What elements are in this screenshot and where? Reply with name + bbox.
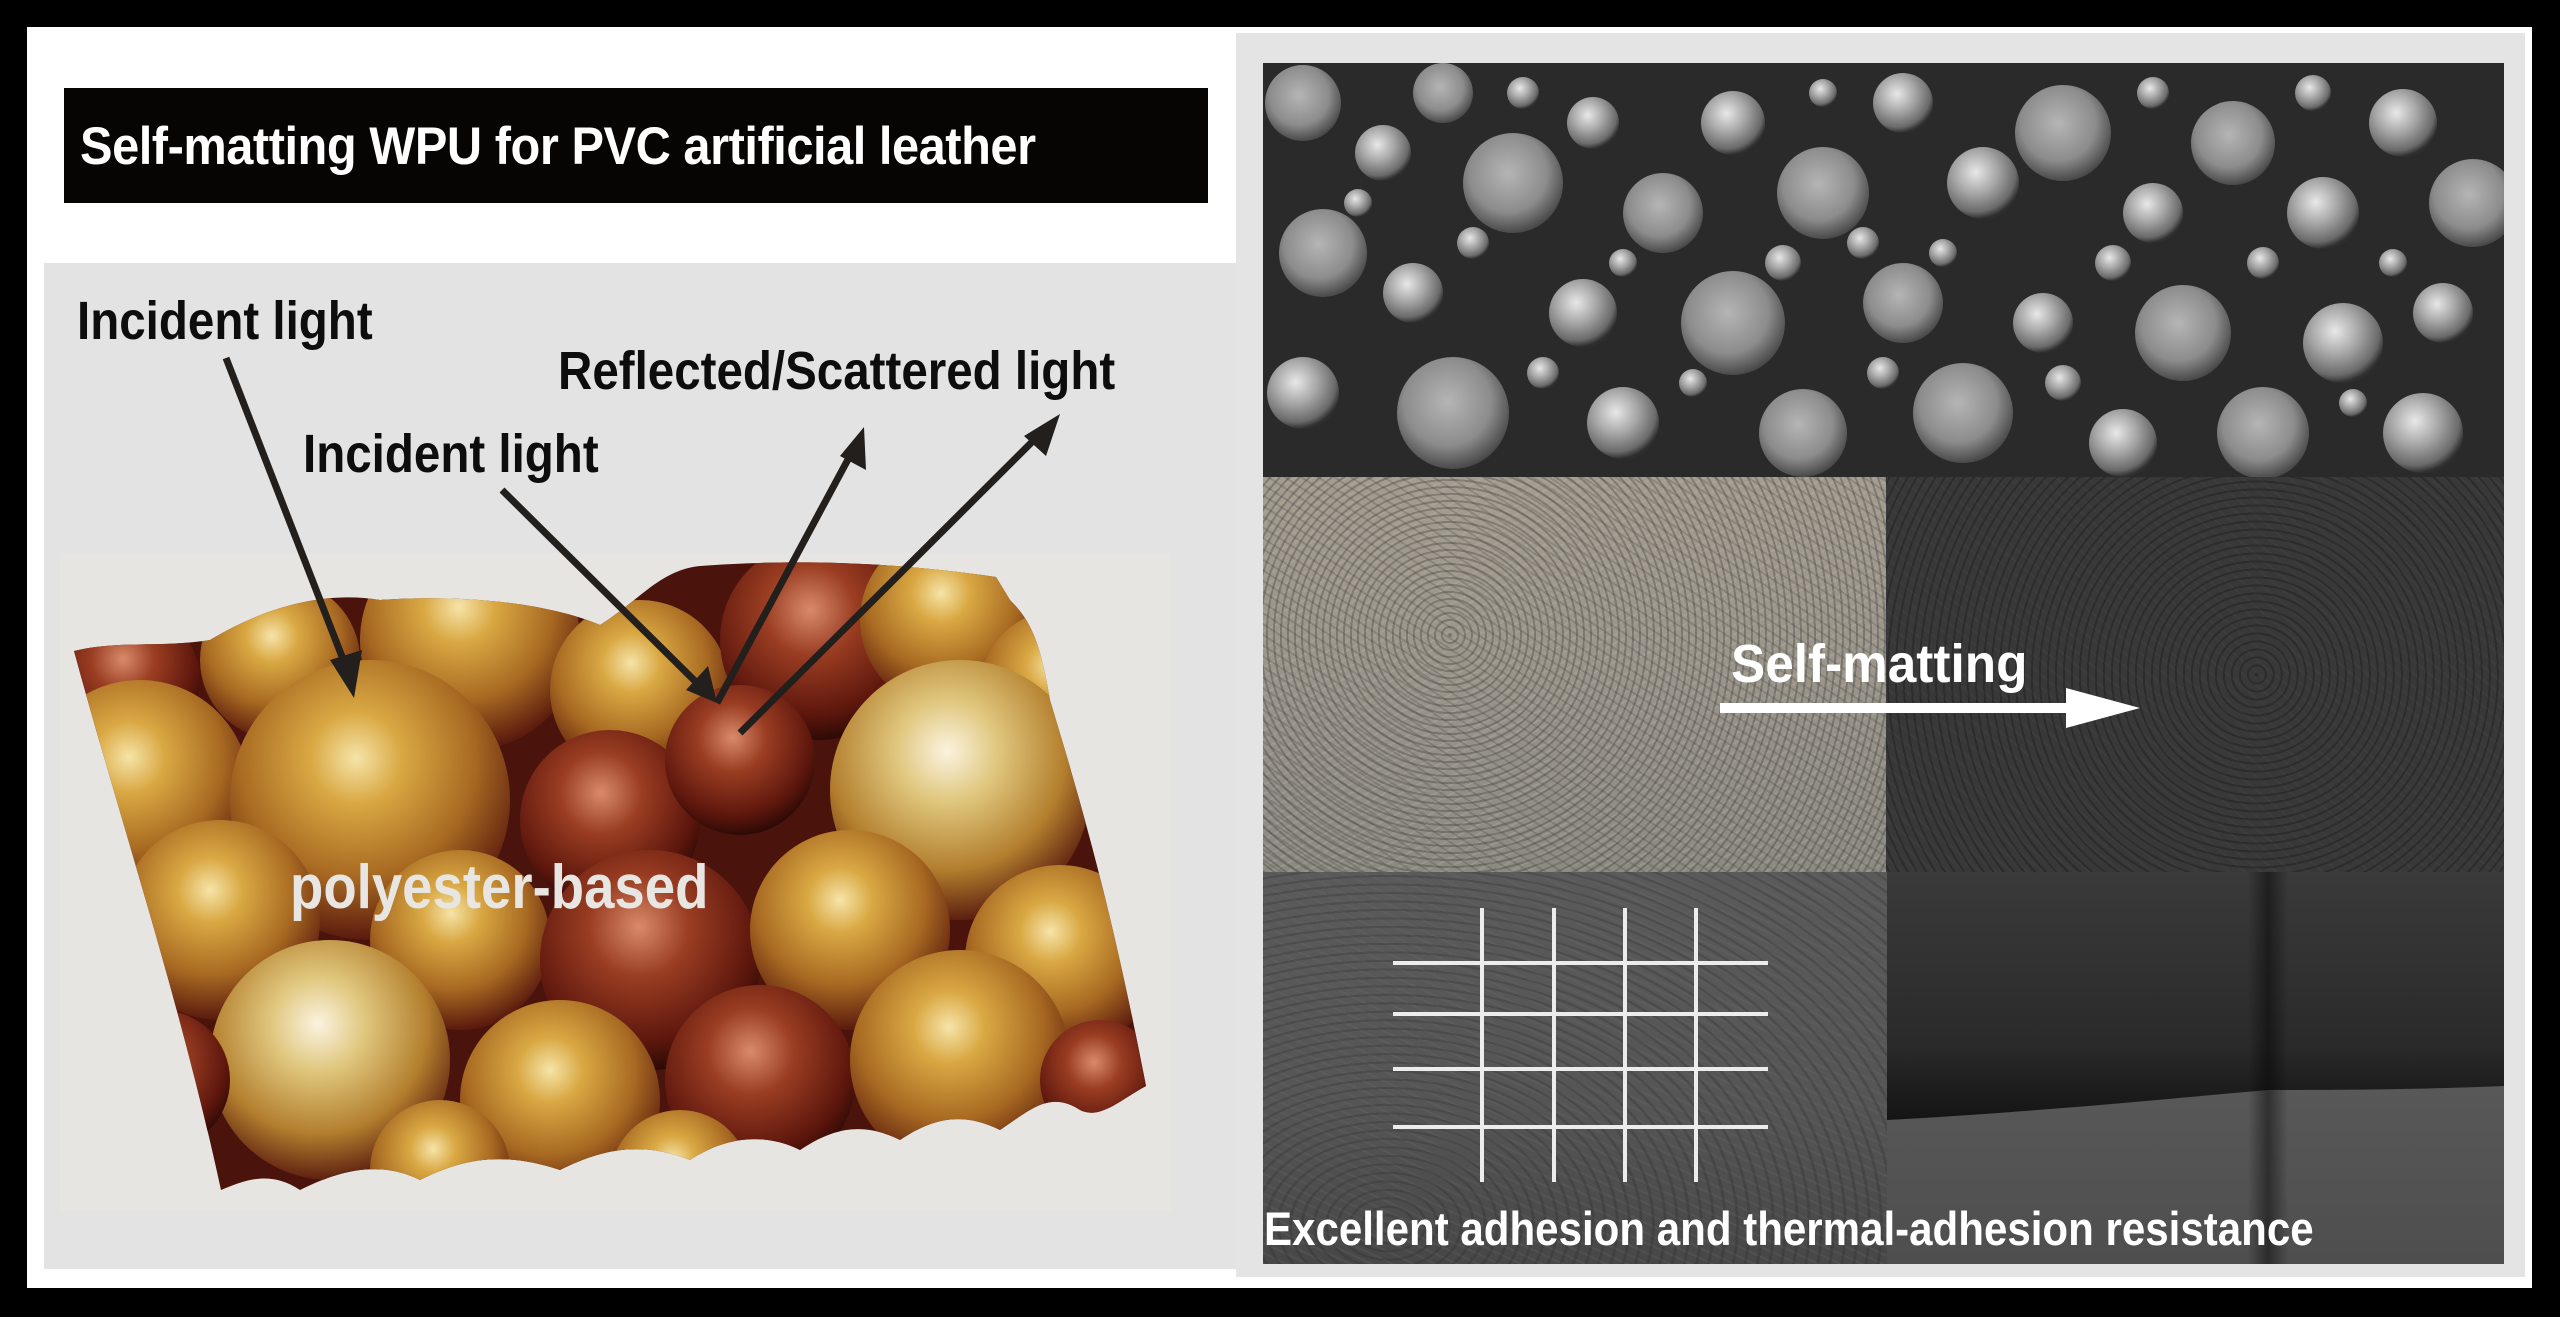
figure-title: Self-matting WPU for PVC artificial leat… (80, 117, 1036, 176)
matte-leather-photo (1886, 477, 2504, 872)
sem-microspheres-image (1263, 63, 2504, 477)
incident-light-label-1: Incident light (77, 291, 373, 351)
incident-ray-1 (222, 356, 352, 674)
incident-ray-2 (499, 487, 703, 689)
microsphere-particles (1265, 63, 2504, 477)
seat-backrest-fold (1887, 872, 2504, 1120)
arrowhead-reflected-1 (840, 427, 866, 470)
crosshatch-line-v1 (1480, 908, 1484, 1182)
arrowhead-reflected-2 (1024, 414, 1060, 456)
crosshatch-line-v3 (1623, 908, 1627, 1182)
crosshatch-line-h3 (1393, 1067, 1768, 1071)
crosshatch-line-h4 (1393, 1125, 1768, 1129)
crosshatch-adhesion-photo (1263, 872, 1887, 1264)
incident-light-label-2: Incident light (303, 424, 599, 484)
seat-seam (2248, 872, 2288, 1264)
light-ray-arrows (222, 356, 1060, 736)
afm-topography-image (74, 562, 1146, 1190)
leather-seat-photo (1887, 872, 2504, 1264)
title-banner (64, 88, 1208, 203)
reflected-ray-2 (737, 431, 1043, 736)
self-matting-label: Self-matting (1731, 634, 2028, 694)
crosshatch-line-v4 (1694, 908, 1698, 1182)
polyester-based-label: polyester-based (290, 853, 709, 922)
arrowhead-incident-1 (330, 650, 362, 698)
crosshatch-line-v2 (1552, 908, 1556, 1182)
reflected-scattered-light-label: Reflected/Scattered light (558, 341, 1116, 401)
crosshatch-line-h1 (1393, 961, 1768, 965)
arrowhead-incident-2 (686, 666, 717, 703)
reflected-ray-1 (713, 450, 856, 705)
glossy-leather-photo (1263, 477, 1886, 872)
crosshatch-line-h2 (1393, 1012, 1768, 1016)
adhesion-caption: Excellent adhesion and thermal-adhesion … (1264, 1202, 2314, 1255)
